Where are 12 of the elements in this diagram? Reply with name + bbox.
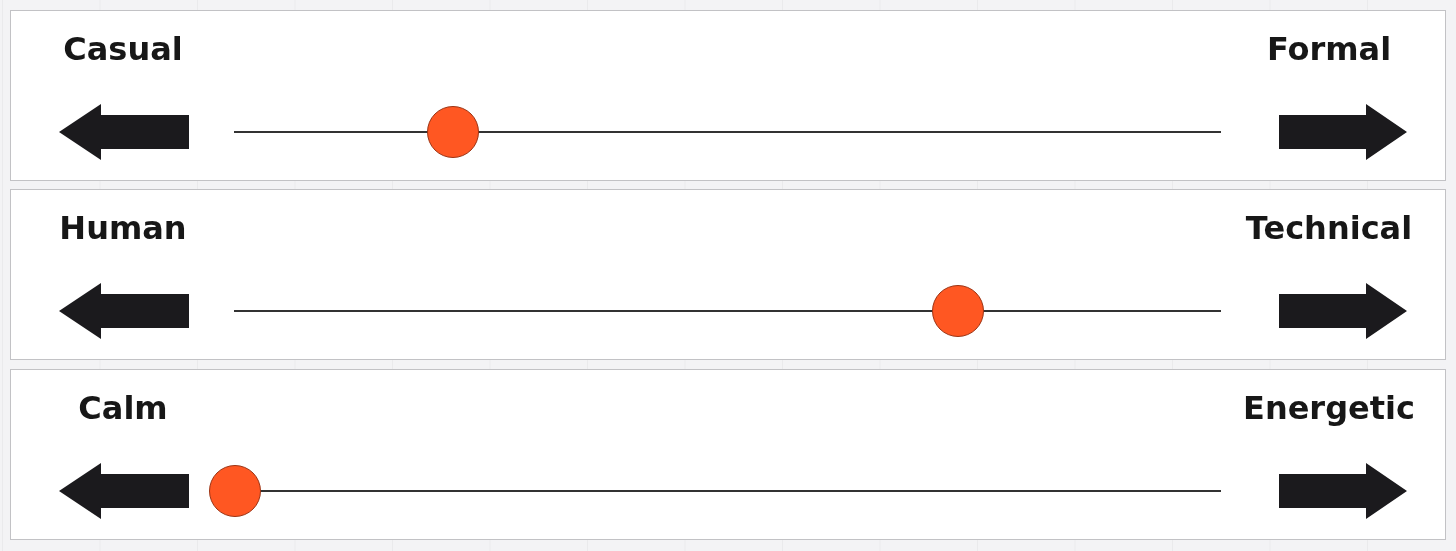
scale-label: Calm <box>78 389 168 427</box>
slider-handle <box>427 106 479 158</box>
scale-label: Formal <box>1266 30 1392 68</box>
scale-label: Technical <box>1245 209 1413 247</box>
scale-label: Casual <box>63 30 183 68</box>
slider-handle <box>932 285 984 337</box>
scale-panel <box>10 189 1446 360</box>
scale-label: Human <box>59 209 187 247</box>
scale-label: Energetic <box>1243 389 1415 427</box>
scale-panel <box>10 369 1446 540</box>
slider-handle <box>209 465 261 517</box>
scale-panel <box>10 10 1446 181</box>
